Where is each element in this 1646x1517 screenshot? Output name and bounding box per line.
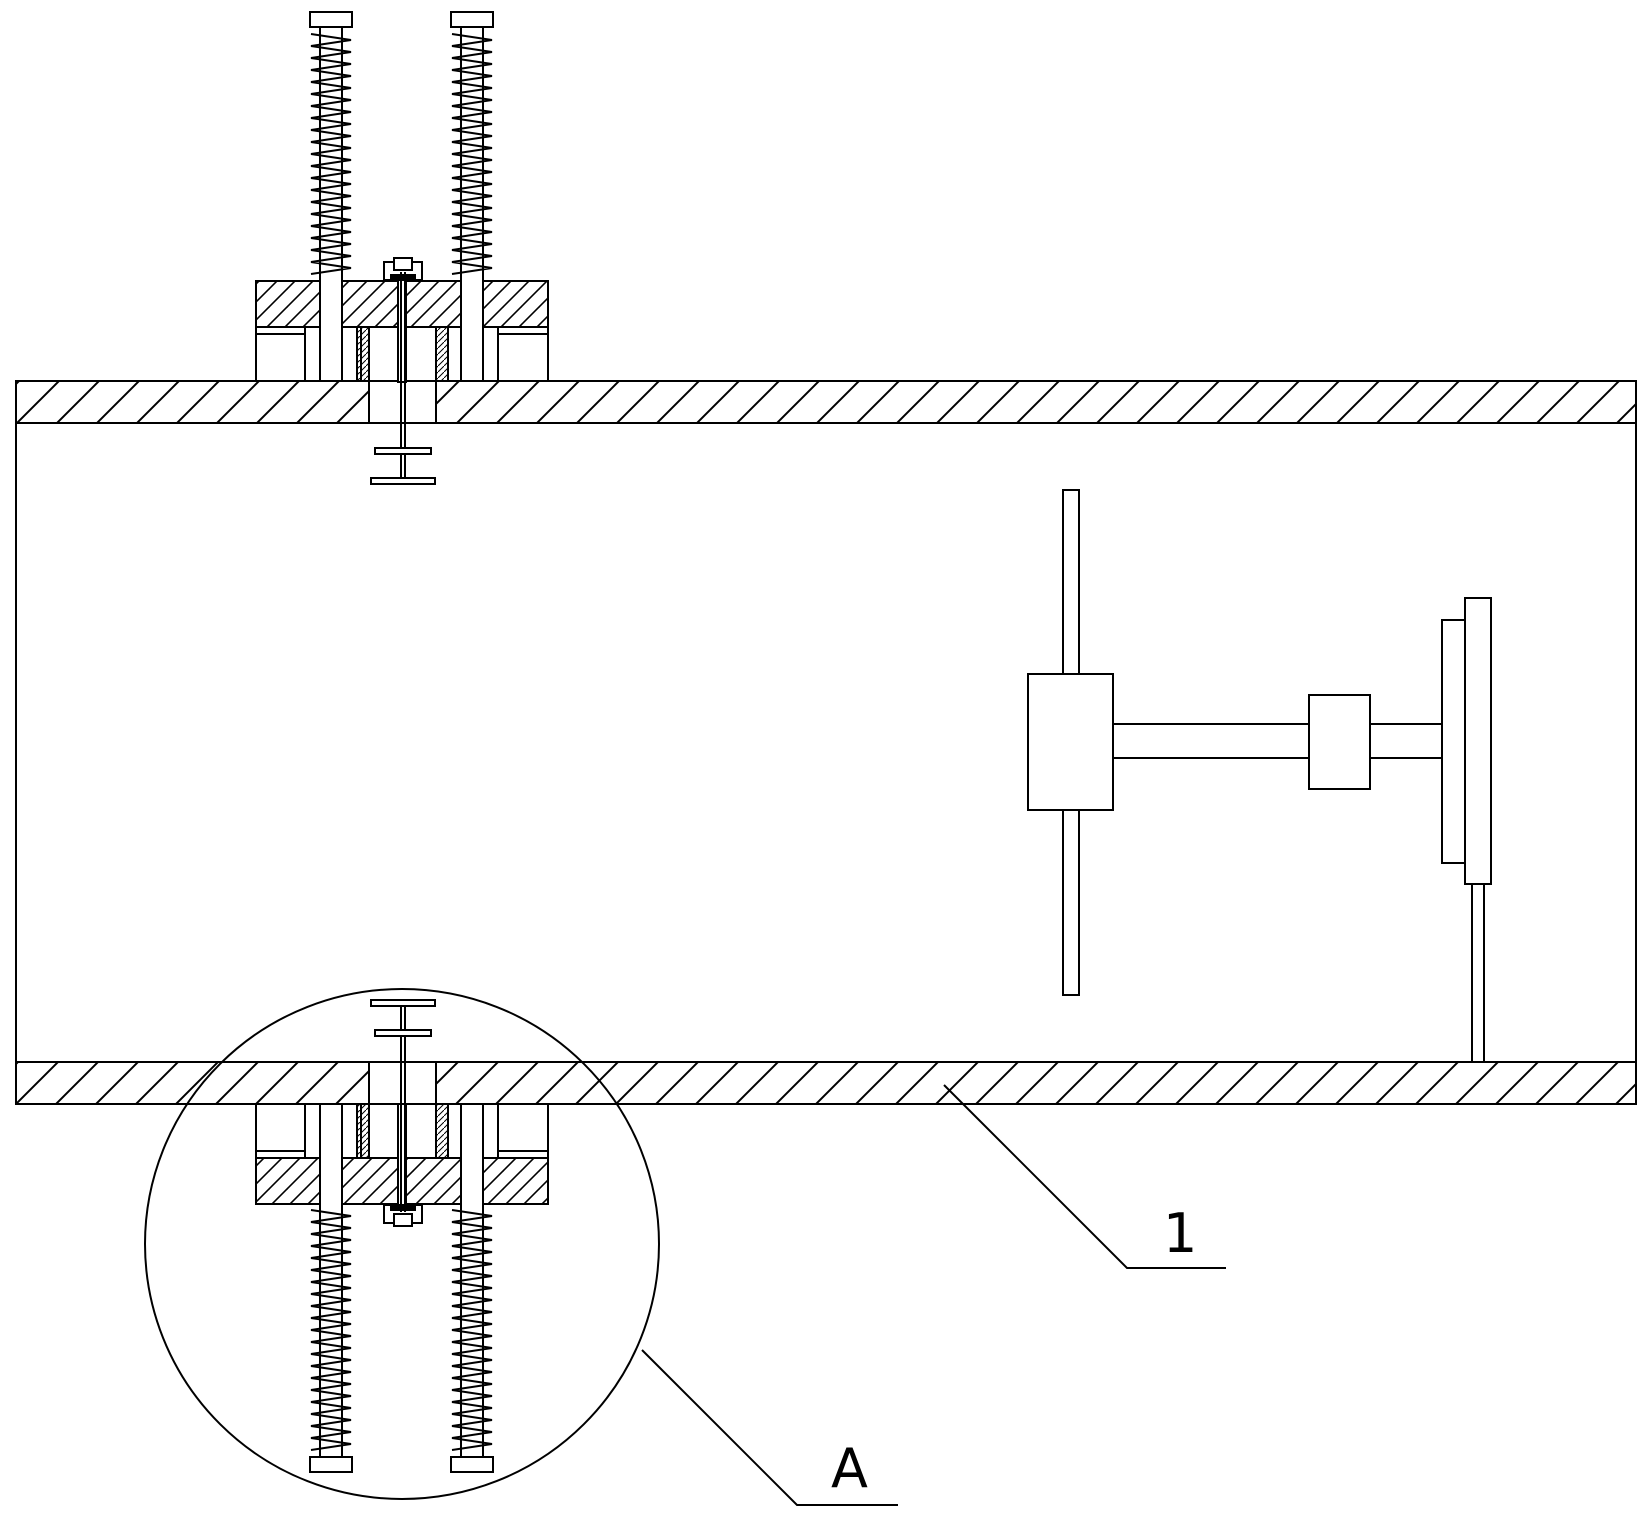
mount-plate-inner [1441, 619, 1466, 864]
top-left-spring-screw [309, 11, 353, 382]
bottom-clamp-assembly [255, 999, 549, 1473]
leader-line-1 [943, 1084, 1226, 1269]
coupling-block [1308, 694, 1371, 790]
bottom-wall-port [368, 1061, 437, 1105]
bottom-right-spring [451, 1209, 493, 1451]
top-right-screw-cap [450, 11, 494, 28]
bottom-left-screw-cap [309, 1456, 353, 1473]
connecting-shaft [1112, 723, 1310, 759]
top-wall-port [368, 380, 437, 424]
leader-line-a [641, 1349, 898, 1506]
internal-mechanism [1027, 489, 1492, 1063]
support-post [1471, 883, 1485, 1063]
top-right-spring [451, 33, 493, 275]
top-rod-washer [374, 447, 432, 455]
main-hub-block [1027, 673, 1114, 811]
bottom-rod-washer [374, 1029, 432, 1037]
mount-plate-outer [1464, 597, 1492, 885]
top-clamp-assembly [255, 11, 549, 485]
top-left-screw-cap [309, 11, 353, 28]
label-detail-a: A [831, 1437, 868, 1500]
pipe-top-wall [15, 380, 1637, 424]
label-part-1: 1 [1163, 1202, 1197, 1265]
detail-circle-a [144, 988, 660, 1500]
leader-lines [641, 1084, 1226, 1506]
bottom-left-spring [310, 1209, 352, 1451]
bottom-right-screw-cap [450, 1456, 494, 1473]
top-rod-plate [370, 477, 436, 485]
pipe-bottom-wall [15, 1061, 1637, 1105]
pipe-body [15, 380, 1637, 1105]
bottom-rod-plate [370, 999, 436, 1007]
top-left-spring [310, 33, 352, 275]
short-shaft [1369, 723, 1443, 759]
top-right-spring-screw [450, 11, 494, 382]
bottom-left-spring-screw [309, 1103, 353, 1473]
bottom-right-spring-screw [450, 1103, 494, 1473]
